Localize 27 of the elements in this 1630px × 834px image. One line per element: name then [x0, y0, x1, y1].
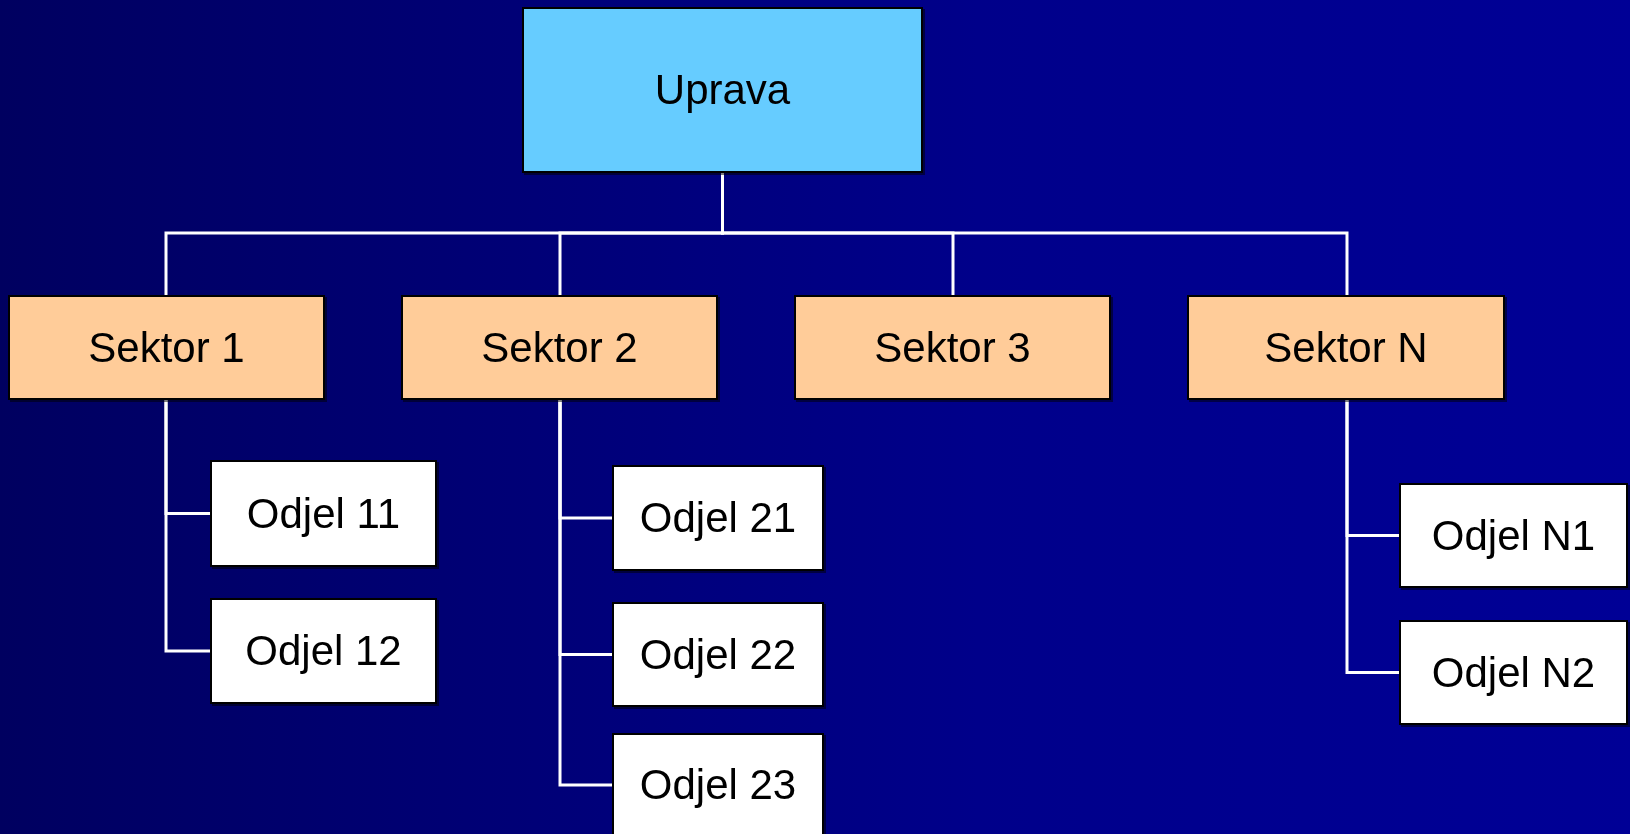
- department-box: [210, 460, 437, 567]
- box-label: Odjel 23: [639, 761, 797, 809]
- box-label: Odjel N1: [1431, 511, 1596, 560]
- department-box: [612, 465, 824, 571]
- department-box: [1399, 620, 1628, 725]
- box-label: Sektor 1: [88, 323, 245, 372]
- sector-box: [1187, 295, 1505, 400]
- department-box: [612, 602, 824, 707]
- box-label: Uprava: [654, 66, 791, 114]
- box-label: Sektor 3: [874, 323, 1031, 372]
- connector-line: [1345, 400, 1399, 674]
- box-label: Odjel 22: [639, 630, 797, 679]
- sector-box: [401, 295, 718, 400]
- sector-box: [794, 295, 1111, 400]
- department-box: [1399, 483, 1628, 588]
- connector-line: [164, 400, 210, 653]
- department-box: [612, 733, 824, 834]
- box-label: Odjel 21: [639, 494, 797, 542]
- box-label: Odjel 12: [245, 627, 402, 675]
- box-label: Sektor N: [1264, 323, 1428, 372]
- box-label: Odjel N2: [1431, 648, 1596, 697]
- connector-line: [558, 400, 612, 787]
- box-label: Odjel 11: [246, 489, 401, 538]
- management-box: [522, 7, 923, 173]
- box-label: Sektor 2: [481, 323, 638, 372]
- department-box: [210, 598, 437, 704]
- sector-box: [8, 295, 325, 400]
